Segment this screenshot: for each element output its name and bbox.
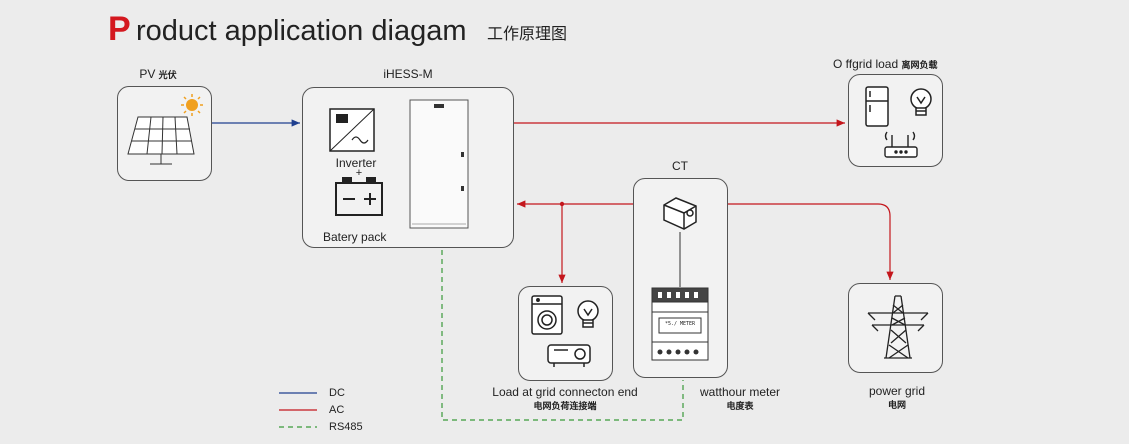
power-grid-label-cn: 电网	[887, 400, 907, 410]
offgrid-label: O ffgrid load	[833, 57, 899, 71]
ihess-box	[302, 87, 514, 248]
battery-icon	[335, 177, 383, 216]
offgrid-label-group: O ffgrid load 离网负载	[833, 58, 938, 70]
bulb-icon-grid-load	[577, 300, 599, 328]
power-grid-label: power grid	[868, 384, 926, 398]
meter-display-text: *5./ METER	[664, 321, 696, 327]
title-initial: P	[108, 10, 131, 48]
ct-sensor-icon	[663, 197, 697, 230]
ihess-cabinet-icon	[409, 99, 469, 229]
grid-load-label-cn: 电网负荷连接端	[533, 401, 597, 411]
meter-icon	[651, 287, 709, 361]
solar-panel-icon	[127, 116, 195, 165]
pv-label: PV	[139, 67, 156, 81]
fridge-icon	[865, 86, 889, 127]
meter-label-cn: 电度表	[726, 401, 754, 411]
legend-ac-label: AC	[329, 404, 345, 416]
page-title-cn: 工作原理图	[487, 26, 568, 43]
battery-label: Batery pack	[323, 230, 387, 244]
ac-line-ct-powergrid	[728, 203, 894, 280]
rs485-line	[441, 250, 684, 421]
sun-icon	[181, 94, 203, 116]
battery-plus-sign: +	[355, 167, 363, 179]
meter-label: watthour meter	[699, 385, 781, 399]
grid-load-label: Load at grid connecton end	[492, 385, 638, 399]
legend-dc-label: DC	[329, 387, 345, 399]
ihess-label: iHESS-M	[383, 67, 433, 81]
page-title: roduct application diagam	[136, 15, 467, 47]
pv-label-cn: 光伏	[158, 70, 177, 80]
bulb-icon-offgrid	[910, 88, 932, 116]
pv-label-group: PV 光伏	[139, 68, 176, 80]
inverter-icon	[329, 108, 375, 152]
router-icon	[884, 131, 918, 158]
offgrid-label-cn: 离网负载	[901, 60, 938, 70]
inverter-label: Inverter	[335, 156, 377, 170]
ct-label: CT	[672, 159, 688, 173]
legend-rs485-label: RS485	[329, 421, 363, 433]
washing-machine-icon	[531, 295, 563, 335]
projector-icon	[547, 344, 591, 367]
power-tower-icon	[867, 295, 929, 359]
